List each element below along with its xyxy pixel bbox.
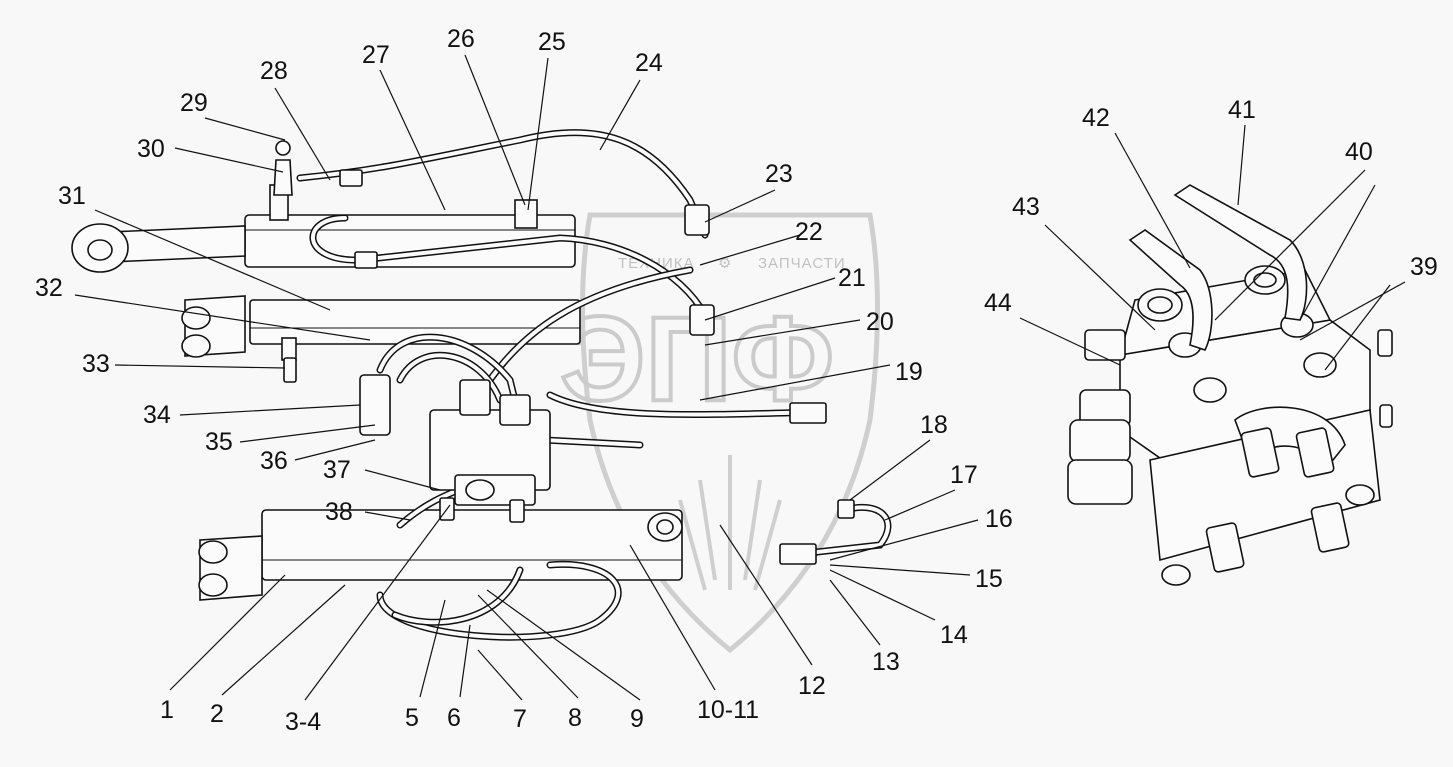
leader-line-8 <box>629 544 716 691</box>
callout-44: 44 <box>984 289 1012 317</box>
callout-18: 18 <box>920 411 948 439</box>
leader-line-15 <box>849 439 931 501</box>
leader-line-39 <box>1214 169 1366 321</box>
callout-21: 21 <box>838 264 866 292</box>
leader-line-10 <box>829 579 881 646</box>
leader-line-3 <box>419 599 446 698</box>
leader-line-14 <box>884 489 956 521</box>
central-valve <box>359 374 551 523</box>
callout-labels: 1 2 3-4 5 6 7 8 9 10-11 12 13 14 15 16 1… <box>35 25 1438 736</box>
callout-38: 38 <box>325 498 353 526</box>
callout-7: 7 <box>513 705 527 733</box>
leader-line-12 <box>829 564 971 576</box>
callout-31: 31 <box>58 182 86 210</box>
callout-35: 35 <box>205 428 233 456</box>
leader-line-24 <box>379 69 446 211</box>
leader-line-37 <box>1324 284 1391 371</box>
leader-lines <box>74 54 1406 701</box>
callout-27: 27 <box>362 41 390 69</box>
callout-28: 28 <box>260 57 288 85</box>
watermark-shield <box>580 212 880 654</box>
leader-line-5 <box>477 649 523 701</box>
callout-15: 15 <box>975 565 1003 593</box>
callout-24: 24 <box>635 49 663 77</box>
callout-40: 40 <box>1345 138 1373 166</box>
leader-line-29 <box>74 294 371 341</box>
leader-line-27 <box>174 147 284 173</box>
leader-line-42 <box>1044 224 1156 331</box>
watermark-gear-icon: ⚙ <box>718 255 732 272</box>
callout-42: 42 <box>1082 104 1110 132</box>
callout-20: 20 <box>866 308 894 336</box>
callout-32: 32 <box>35 274 63 302</box>
callout-29: 29 <box>180 89 208 117</box>
leader-line-40 <box>1237 124 1246 206</box>
callout-39: 39 <box>1410 253 1438 281</box>
leader-line-2 <box>304 504 451 701</box>
callout-26: 26 <box>447 25 475 53</box>
lower-cylinder <box>198 509 683 601</box>
callout-33: 33 <box>82 350 110 378</box>
wheat-icon <box>678 455 782 591</box>
leader-line-20 <box>704 189 776 223</box>
callout-22: 22 <box>795 218 823 246</box>
callout-25: 25 <box>538 28 566 56</box>
callout-8: 8 <box>568 704 582 732</box>
leader-line-26 <box>204 117 286 141</box>
middle-cylinder <box>181 295 581 361</box>
watermark-right-word: ЗАПЧАСТИ <box>758 255 846 272</box>
leader-line-9 <box>719 524 813 666</box>
callout-16: 16 <box>985 505 1013 533</box>
leader-line-38 <box>1299 184 1376 321</box>
upper-cylinder <box>71 184 576 273</box>
callout-12: 12 <box>798 672 826 700</box>
leader-line-13 <box>829 519 979 561</box>
callout-17: 17 <box>950 461 978 489</box>
callout-6: 6 <box>447 704 461 732</box>
leader-line-25 <box>274 87 331 181</box>
leader-line-30 <box>114 364 286 369</box>
callout-23: 23 <box>765 160 793 188</box>
leader-line-6 <box>477 594 579 699</box>
leader-line-41 <box>1114 132 1191 269</box>
leader-line-22 <box>527 57 549 211</box>
callout-3-4: 3-4 <box>285 708 321 736</box>
leader-line-33 <box>294 439 376 461</box>
leader-line-34 <box>364 469 441 491</box>
callout-36: 36 <box>260 447 288 475</box>
callout-5: 5 <box>405 704 419 732</box>
callout-9: 9 <box>630 705 644 733</box>
leader-line-32 <box>239 424 376 443</box>
leader-line-17 <box>704 319 861 346</box>
callout-43: 43 <box>1012 193 1040 221</box>
callout-34: 34 <box>143 401 171 429</box>
callout-19: 19 <box>895 358 923 386</box>
callout-30: 30 <box>137 135 165 163</box>
leader-line-0 <box>169 574 286 691</box>
leader-line-23 <box>464 54 526 206</box>
leader-line-19 <box>699 234 801 266</box>
callout-14: 14 <box>940 621 968 649</box>
leader-line-1 <box>221 584 346 696</box>
leader-line-4 <box>459 624 471 698</box>
leader-line-31 <box>179 404 361 416</box>
leader-line-21 <box>599 79 641 151</box>
leader-line-11 <box>829 569 936 621</box>
leader-line-7 <box>486 589 641 701</box>
callout-10-11: 10-11 <box>697 696 759 724</box>
leader-line-18 <box>704 277 836 321</box>
valve-block <box>1067 184 1393 586</box>
leader-line-43 <box>1019 317 1121 366</box>
callout-1: 1 <box>160 696 174 724</box>
callout-37: 37 <box>323 456 351 484</box>
callout-41: 41 <box>1228 96 1256 124</box>
leader-line-35 <box>364 511 411 521</box>
hoses <box>273 129 892 641</box>
leader-line-16 <box>699 364 891 401</box>
leader-line-28 <box>94 209 331 311</box>
leader-line-36 <box>1299 281 1406 341</box>
callout-2: 2 <box>210 700 224 728</box>
callout-13: 13 <box>872 648 900 676</box>
